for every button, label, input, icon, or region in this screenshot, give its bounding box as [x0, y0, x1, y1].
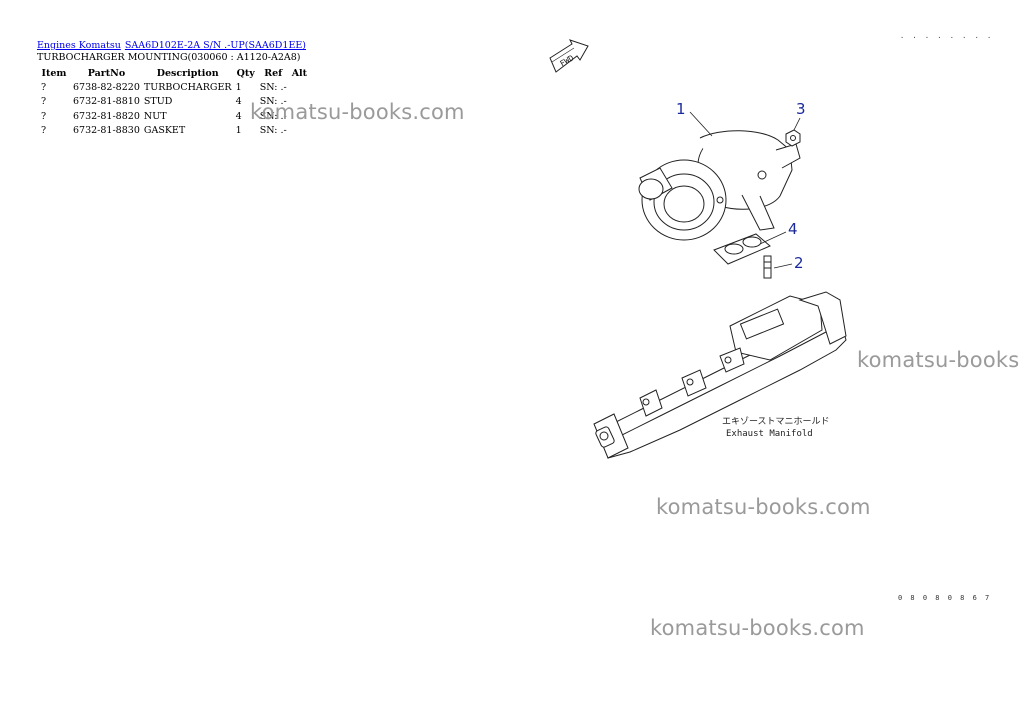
cell-ref: SN: .- [259, 81, 287, 93]
cell-description: NUT [143, 110, 167, 122]
parts-table: Item PartNo Description Qty Ref Alt ? 67… [37, 66, 310, 138]
cell-item: ? [41, 125, 47, 137]
col-item: Item [41, 67, 67, 79]
manifold-label-jp: エキゾーストマニホールド [722, 416, 830, 427]
cell-partno: 6732-81-8820 [73, 110, 140, 122]
cell-qty: 1 [235, 125, 242, 137]
leader-lines [689, 111, 801, 269]
col-qty: Qty [236, 67, 255, 79]
cell-description: TURBOCHARGER [143, 81, 232, 93]
cell-partno: 6738-82-8220 [73, 81, 140, 93]
cell-alt [289, 80, 310, 95]
cell-item: ? [41, 81, 47, 93]
callout-4: 4 [788, 220, 798, 238]
drawing-bottom-code: 0 8 0 8 0 8 6 7 [898, 594, 992, 602]
cell-ref: SN: .- [259, 96, 287, 108]
fwd-arrow-icon: FWD [549, 39, 589, 73]
fwd-label: FWD [558, 53, 575, 68]
cell-description: STUD [143, 96, 173, 108]
callout-2: 2 [794, 254, 804, 272]
turbocharger-drawing [638, 130, 801, 241]
cell-ref: SN: .- [259, 110, 287, 122]
col-description: Description [156, 67, 219, 79]
watermark-text: komatsu-books.com [656, 495, 871, 519]
table-row: ? 6732-81-8810 STUD 4 SN: .- [37, 95, 310, 110]
cell-qty: 4 [235, 96, 242, 108]
table-row: ? 6732-81-8830 GASKET 1 SN: .- [37, 124, 310, 139]
col-ref: Ref [264, 67, 283, 79]
page-title: TURBOCHARGER MOUNTING(030060 : A1120-A2A… [37, 52, 301, 63]
watermark-text: komatsu-books.com [650, 616, 865, 640]
callout-3: 3 [796, 100, 806, 118]
parts-diagram: FWD [549, 39, 847, 459]
stud-drawing [763, 255, 772, 279]
callout-1: 1 [676, 100, 686, 118]
watermark-text: komatsu-books [857, 348, 1020, 372]
cell-qty: 1 [235, 81, 242, 93]
cell-item: ? [41, 96, 47, 108]
table-header-row: Item PartNo Description Qty Ref Alt [37, 66, 310, 80]
nut-drawing [785, 129, 801, 147]
cell-item: ? [41, 110, 47, 122]
breadcrumb-link-model[interactable]: SAA6D102E-2A S/N .-UP(SAA6D1EE) [124, 40, 307, 51]
cell-ref: SN: .- [259, 125, 287, 137]
cell-partno: 6732-81-8810 [73, 96, 140, 108]
breadcrumb-link-engines[interactable]: Engines Komatsu [37, 40, 121, 51]
cell-description: GASKET [143, 125, 186, 137]
manifold-label-en: Exhaust Manifold [726, 429, 813, 439]
gasket-drawing [713, 233, 771, 265]
watermark-text: komatsu-books.com [250, 100, 465, 124]
cell-qty: 4 [235, 110, 242, 122]
exhaust-manifold-drawing [593, 291, 847, 459]
cell-alt [289, 124, 310, 139]
cell-partno: 6732-81-8830 [73, 125, 140, 137]
col-alt: Alt [291, 67, 308, 79]
table-row: ? 6738-82-8220 TURBOCHARGER 1 SN: .- [37, 80, 310, 95]
drawing-top-code: · · · · · · · · [900, 34, 994, 42]
table-row: ? 6732-81-8820 NUT 4 SN: .- [37, 109, 310, 124]
col-partno: PartNo [87, 67, 126, 79]
